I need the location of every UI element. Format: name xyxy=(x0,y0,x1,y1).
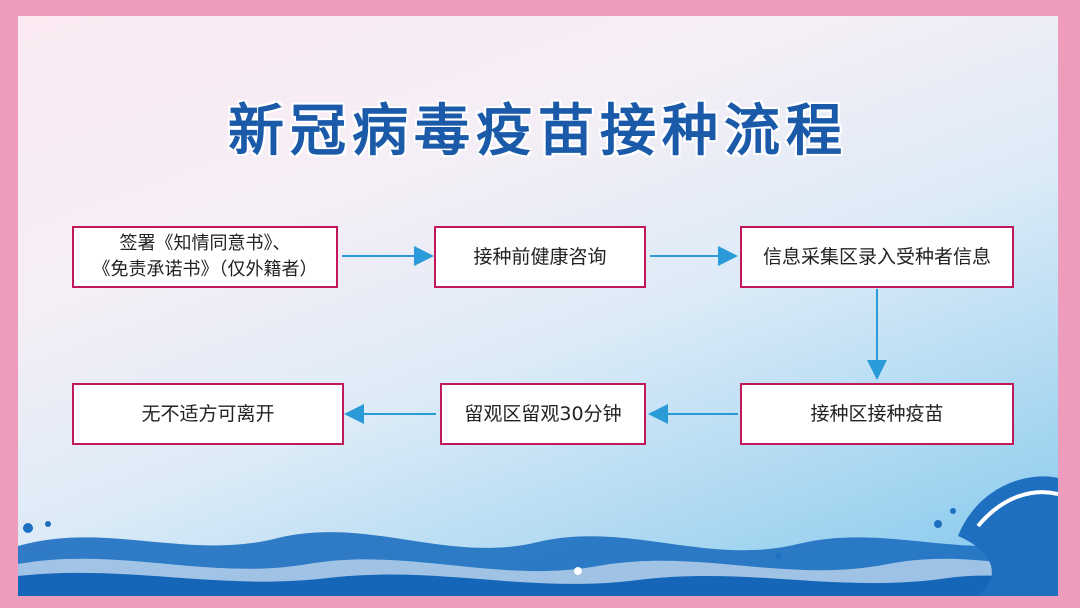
step-info-collect-box: 信息采集区录入受种者信息 xyxy=(740,226,1014,288)
page-title: 新冠病毒疫苗接种流程 xyxy=(18,86,1058,167)
step-leave-label: 无不适方可离开 xyxy=(141,401,274,427)
step-vaccinate-label: 接种区接种疫苗 xyxy=(810,401,943,427)
step-consent-line1: 签署《知情同意书》、 xyxy=(93,231,318,257)
droplet xyxy=(45,521,51,527)
poster-panel: 新冠病毒疫苗接种流程 签署《知情同意书》、 《免责承诺书》（仅外籍者） 接种前健… xyxy=(18,16,1058,596)
droplet xyxy=(934,520,942,528)
step-info-collect-label: 信息采集区录入受种者信息 xyxy=(763,244,991,270)
step-consent-line2: 《免责承诺书》（仅外籍者） xyxy=(93,257,318,283)
droplet xyxy=(950,508,956,514)
step-observe-box: 留观区留观30分钟 xyxy=(440,383,646,445)
droplet xyxy=(574,567,582,575)
step-vaccinate-box: 接种区接种疫苗 xyxy=(740,383,1014,445)
step-leave-box: 无不适方可离开 xyxy=(72,383,344,445)
droplet xyxy=(23,523,33,533)
step-observe-label: 留观区留观30分钟 xyxy=(464,401,621,427)
step-health-consult-label: 接种前健康咨询 xyxy=(473,244,606,270)
droplet xyxy=(775,553,781,559)
step-health-consult-box: 接种前健康咨询 xyxy=(434,226,646,288)
step-consent-box: 签署《知情同意书》、 《免责承诺书》（仅外籍者） xyxy=(72,226,338,288)
